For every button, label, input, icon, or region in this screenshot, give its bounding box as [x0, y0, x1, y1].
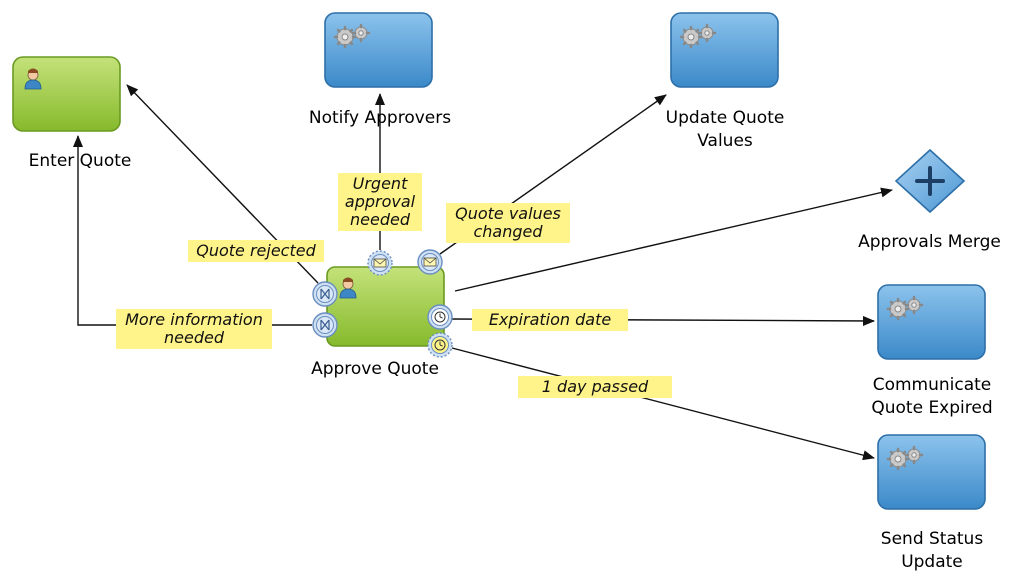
notify-approvers-label: Notify Approvers [290, 107, 470, 130]
parallel-gateway-plus-icon [915, 166, 945, 196]
label-line: Enter Quote [28, 151, 132, 171]
boundary-escalation-event-rejected[interactable] [312, 281, 338, 307]
label-line: Update [901, 552, 963, 572]
label-line: Send Status [880, 529, 984, 549]
note-line: More information [125, 310, 263, 329]
boundary-timer-event-expiration[interactable] [427, 304, 453, 330]
note-line: needed [164, 328, 224, 347]
edge-label-more-information-needed: More information needed [116, 309, 272, 349]
update-quote-values-task[interactable] [670, 12, 779, 88]
label-line: Notify Approvers [308, 108, 452, 128]
note-line: Urgent [352, 174, 408, 193]
clock-icon [434, 311, 446, 323]
edge-label-expiration-date: Expiration date [472, 309, 628, 331]
envelope-icon [373, 258, 387, 268]
edge-label-quote-values-changed: Quote values changed [446, 203, 570, 243]
boundary-message-event-urgent[interactable] [367, 250, 393, 276]
approvals-merge-gateway[interactable] [894, 148, 966, 214]
note-line: Quote values [455, 204, 561, 223]
edge-label-one-day-passed: 1 day passed [518, 376, 672, 398]
send-status-update-label: Send Status Update [847, 528, 1017, 574]
escalation-icon [320, 319, 330, 331]
clock-icon [434, 339, 446, 351]
label-line: Communicate [872, 375, 992, 395]
send-status-update-task[interactable] [877, 434, 986, 510]
label-line: Approvals Merge [858, 232, 1001, 252]
note-line: Quote rejected [196, 241, 316, 260]
note-line: 1 day passed [541, 377, 649, 396]
note-line: Expiration date [488, 310, 612, 329]
escalation-icon [320, 288, 330, 300]
enter-quote-task[interactable] [12, 56, 121, 132]
approvals-merge-label: Approvals Merge [842, 231, 1017, 254]
boundary-message-event-values-changed[interactable] [417, 249, 443, 275]
communicate-quote-expired-label: Communicate Quote Expired [847, 374, 1017, 420]
notify-approvers-task[interactable] [324, 12, 433, 88]
approve-quote-label: Approve Quote [290, 358, 460, 381]
edge-approve-to-approvals-merge [454, 187, 893, 292]
edge-label-quote-rejected: Quote rejected [188, 240, 324, 262]
edge-label-urgent-approval-needed: Urgent approval needed [338, 173, 422, 231]
communicate-quote-expired-task[interactable] [877, 284, 986, 360]
envelope-icon [423, 257, 437, 267]
boundary-timer-event-one-day[interactable] [427, 332, 453, 358]
label-line: Approve Quote [311, 359, 439, 379]
label-line: Update Quote [665, 108, 785, 128]
approve-quote-task[interactable] [326, 266, 445, 347]
label-line: Values [697, 131, 753, 151]
label-line: Quote Expired [871, 398, 993, 418]
note-line: needed [350, 210, 410, 229]
update-quote-values-label: Update Quote Values [635, 107, 815, 153]
boundary-escalation-event-more-info[interactable] [312, 312, 338, 338]
edge-approve-to-send-status-update [451, 347, 875, 461]
note-line: approval [344, 192, 416, 211]
enter-quote-label: Enter Quote [5, 150, 155, 173]
note-line: changed [473, 222, 543, 241]
